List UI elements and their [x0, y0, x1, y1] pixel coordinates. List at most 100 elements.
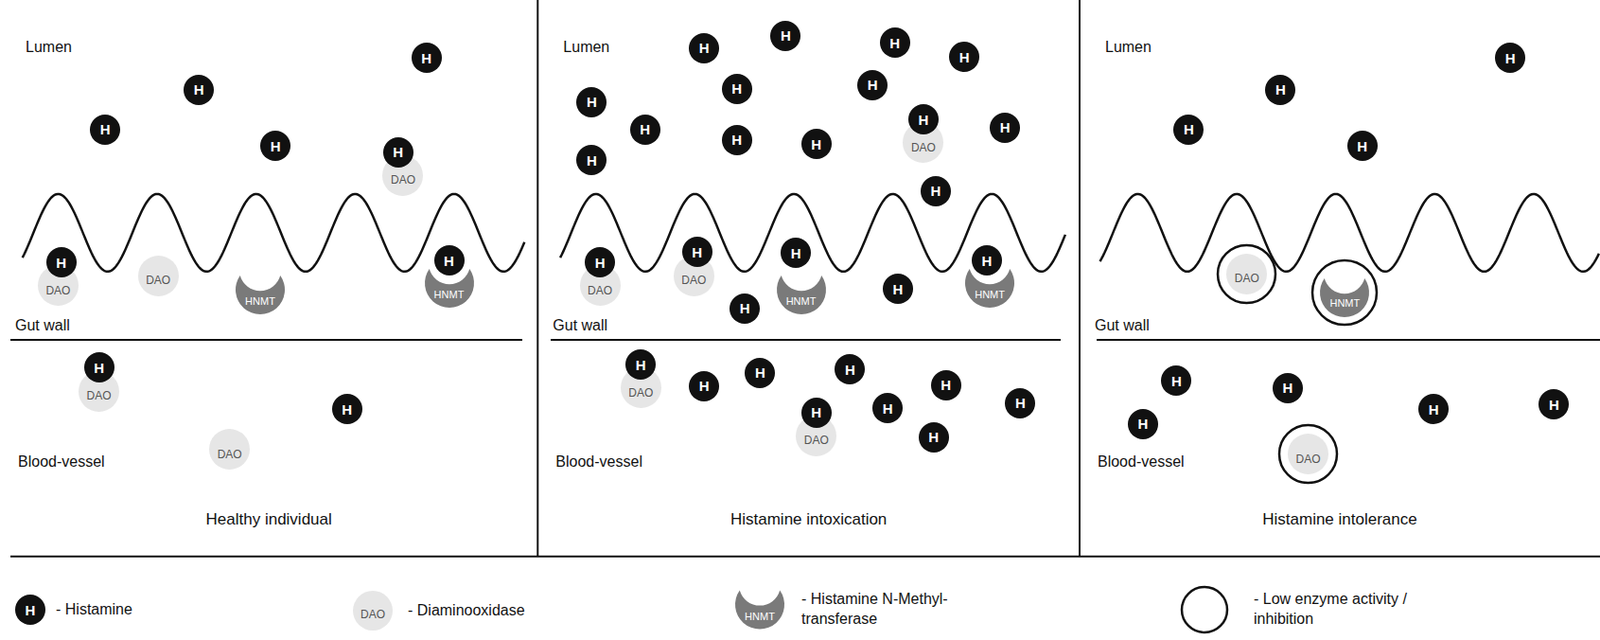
- disc-circle: [138, 255, 179, 297]
- molecule-dot: H: [1538, 388, 1569, 420]
- molecule-dot: H: [857, 70, 888, 101]
- symbol-shape: [773, 264, 830, 317]
- panel-region: LumenGut wallBlood-vesselHealthy individ…: [0, 0, 538, 557]
- enzyme-label: HNMT: [1329, 298, 1360, 309]
- molecule-circle: [780, 237, 811, 268]
- enzyme-label: DAO: [681, 274, 706, 286]
- molecule-circle: [721, 73, 753, 105]
- molecule-circle: [882, 273, 914, 304]
- molecule-letter: H: [1548, 397, 1560, 412]
- molecule-dot: H: [260, 130, 291, 161]
- molecule-dot: H: [630, 114, 661, 145]
- molecule-letter: H: [731, 132, 742, 147]
- molecule-letter: H: [586, 94, 598, 109]
- molecule-letter: H: [1356, 139, 1368, 154]
- legend-sample-letter: DAO: [360, 608, 386, 620]
- molecule-letter: H: [940, 377, 951, 392]
- molecule-circle: [332, 393, 363, 424]
- molecule-letter: H: [93, 360, 105, 375]
- legend-ring-sample: [1181, 586, 1228, 633]
- mucosa-wave: [560, 193, 1066, 272]
- molecule-circle: [918, 421, 950, 453]
- molecule-dot: H: [872, 392, 903, 423]
- molecule-dot: H: [688, 370, 720, 402]
- molecule-letter: H: [1000, 120, 1011, 135]
- molecule-letter: H: [1015, 395, 1026, 410]
- molecule-circle: [688, 33, 720, 64]
- molecule-letter: H: [1137, 416, 1148, 431]
- molecule-circle: [949, 41, 980, 72]
- legend-disc-sample: [352, 590, 393, 631]
- enzyme-label: HNMT: [245, 296, 276, 307]
- molecule-dot: H: [1494, 42, 1526, 73]
- molecule-letter: H: [635, 357, 647, 372]
- molecule-letter: H: [893, 281, 904, 297]
- disc-circle: [1287, 433, 1329, 475]
- molecule-circle: [434, 245, 465, 276]
- molecule-letter: H: [699, 40, 710, 55]
- molecule-dot: H: [383, 137, 414, 168]
- molecule-dot: H: [920, 175, 951, 207]
- legend-text: - Low enzyme activity / inhibition: [1253, 589, 1443, 630]
- enzyme-label: DAO: [390, 174, 416, 186]
- vessel-boundary: [10, 338, 523, 341]
- panel-caption: Histamine intoxication: [537, 509, 1080, 529]
- molecule-letter: H: [731, 81, 742, 96]
- molecule-circle: [1538, 388, 1569, 420]
- molecule-dot: H: [744, 357, 775, 388]
- enzyme-label: DAO: [587, 284, 613, 297]
- inhibition-ring: [1312, 260, 1377, 325]
- molecule-dot: H: [1160, 365, 1192, 396]
- molecule-letter: H: [595, 255, 606, 270]
- molecule-letter: H: [780, 28, 792, 43]
- molecule-letter: H: [691, 245, 703, 260]
- molecule-circle: [89, 114, 121, 145]
- molecule-dot: H: [971, 245, 1003, 276]
- molecule-dot: H: [1127, 408, 1159, 440]
- enzyme-label: DAO: [45, 284, 71, 297]
- region-label: Gut wall: [15, 316, 71, 335]
- legend-cup-sample: [735, 590, 785, 630]
- molecule-dot: H: [434, 245, 465, 276]
- symbol-shape: [231, 264, 289, 317]
- enzyme-disc: DAO: [1226, 253, 1267, 295]
- molecule-dot: H: [332, 393, 363, 424]
- molecule-dot: H: [729, 293, 760, 324]
- panel-divider: [1078, 0, 1081, 557]
- molecule-letter: H: [810, 137, 822, 152]
- molecule-dot: H: [1173, 114, 1204, 145]
- molecule-dot: H: [801, 128, 832, 159]
- legend-molecule-sample: [15, 594, 46, 625]
- enzyme-disc: DAO: [1287, 433, 1329, 475]
- molecule-dot: H: [908, 104, 939, 135]
- molecule-circle: [682, 236, 713, 267]
- enzyme-cup: HNMT: [773, 264, 830, 317]
- molecule-letter: H: [55, 255, 67, 270]
- molecule-dot: H: [411, 42, 442, 73]
- enzyme-label: DAO: [87, 389, 112, 402]
- molecule-dot: H: [879, 27, 911, 58]
- panel-caption: Healthy individual: [0, 509, 538, 529]
- molecule-dot: H: [576, 87, 607, 118]
- molecule-letter: H: [981, 253, 992, 268]
- molecule-letter: H: [810, 404, 822, 420]
- molecule-circle: [584, 246, 616, 278]
- molecule-letter: H: [882, 401, 894, 416]
- molecule-letter: H: [392, 144, 404, 159]
- molecule-dot: H: [834, 353, 865, 385]
- cup-shape: [776, 275, 827, 315]
- molecule-dot: H: [931, 369, 962, 401]
- molecule-circle: [1272, 372, 1303, 404]
- molecule-dot: H: [721, 124, 753, 156]
- molecule-dot: H: [183, 74, 214, 106]
- region-label: Gut wall: [552, 316, 608, 335]
- legend-sample-letter: HNMT: [744, 611, 775, 622]
- inhibition-ring: [1217, 245, 1276, 303]
- molecule-dot: H: [882, 273, 914, 304]
- legend-text: - Histamine: [55, 599, 246, 620]
- molecule-letter: H: [443, 253, 455, 268]
- molecule-dot: H: [989, 112, 1020, 143]
- molecule-circle: [744, 357, 775, 388]
- molecule-circle: [801, 397, 832, 428]
- molecule-dot: H: [1347, 130, 1378, 161]
